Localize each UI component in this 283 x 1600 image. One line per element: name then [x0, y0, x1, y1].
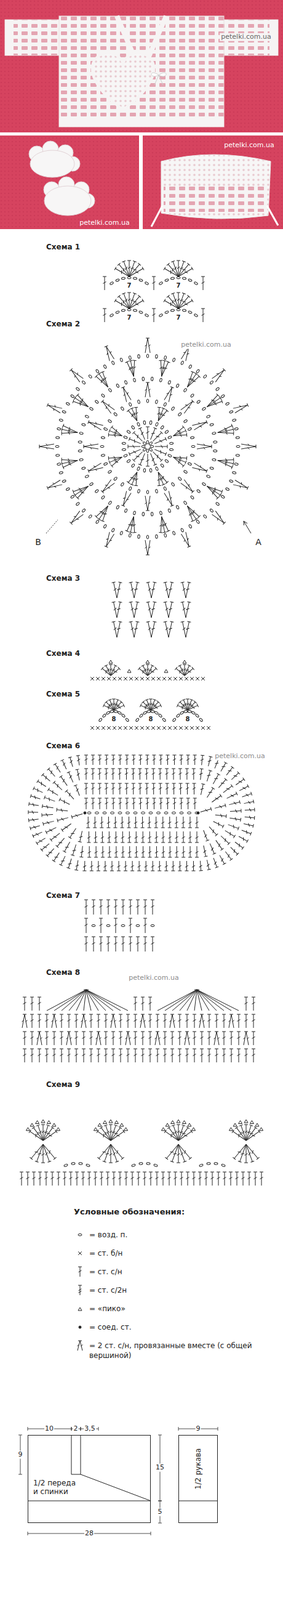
page: petelki.com.uapetelki.com.uapetelki.com.… — [0, 0, 283, 1599]
